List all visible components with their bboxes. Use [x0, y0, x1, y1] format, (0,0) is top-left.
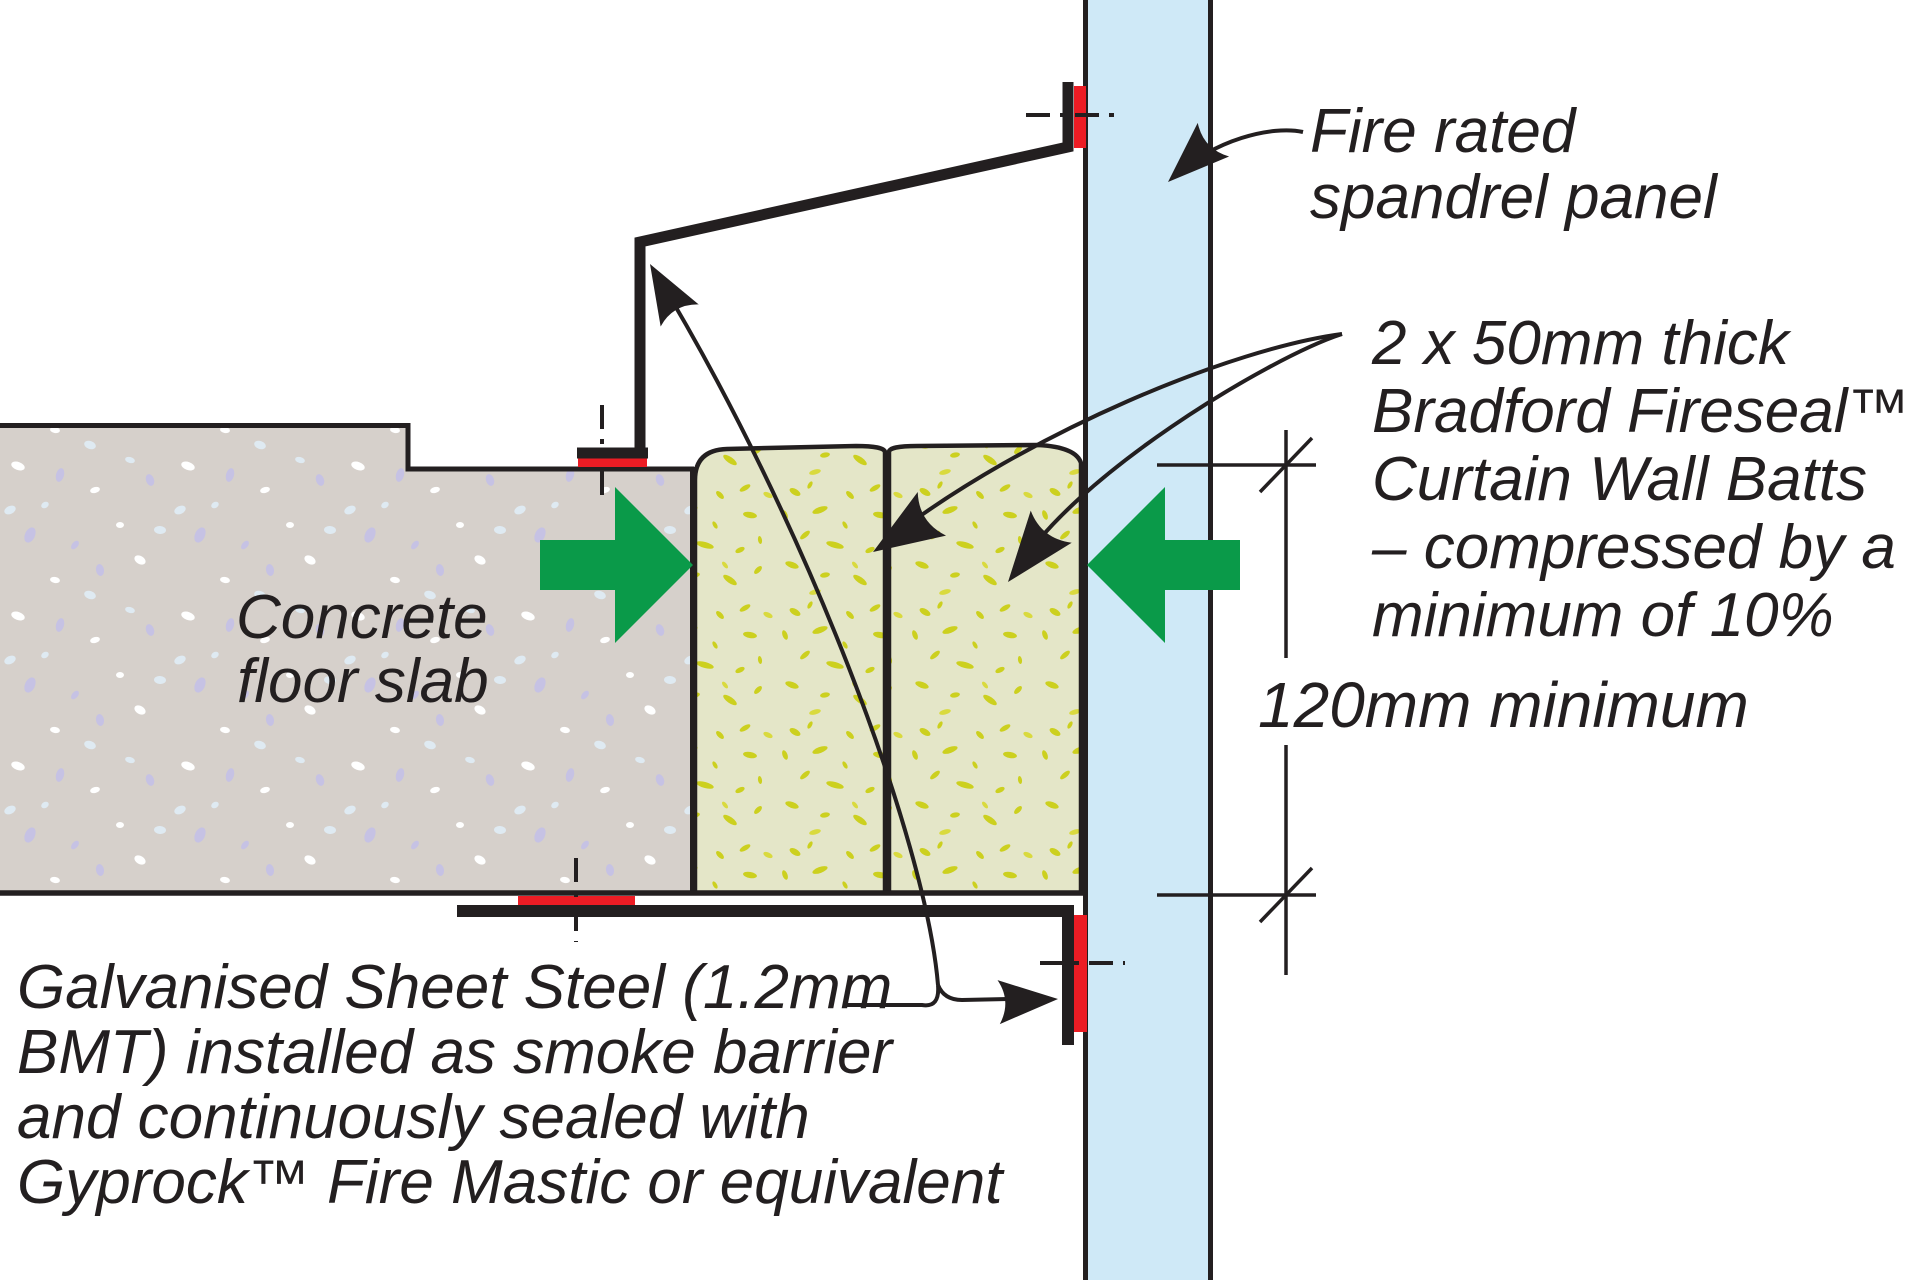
slab-top-outline: [0, 423, 694, 472]
leader-steel-right: [936, 984, 1009, 1003]
concrete-floor-slab: [0, 423, 692, 893]
label-dimension-120mm: 120mm minimum: [1258, 669, 1749, 741]
leader-steel-up: [653, 270, 940, 986]
leader-batt-left: [884, 332, 1343, 543]
arrowhead-steel-right: [997, 977, 1060, 1025]
label-concrete-line2: floor slab: [237, 647, 489, 716]
label-steel-line3: and continuously sealed with: [17, 1083, 810, 1152]
label-curtain-wall-batts: 2 x 50mm thick Bradford Fireseal™ Curtai…: [1371, 309, 1910, 650]
fixing-red-under-slab: [518, 896, 635, 905]
steel-bottom-sheet: [457, 905, 1074, 1045]
label-steel-line1: Galvanised Sheet Steel (1.2mm: [17, 953, 892, 1022]
label-steel-line4: Gyprock™ Fire Mastic or equivalent: [17, 1148, 1005, 1217]
compression-arrow-right: [1087, 487, 1240, 643]
label-smoke-barrier: Galvanised Sheet Steel (1.2mm BMT) insta…: [17, 953, 1005, 1217]
label-batts-line4: – compressed by a: [1371, 513, 1896, 582]
label-batts-line3: Curtain Wall Batts: [1372, 445, 1867, 514]
label-steel-line2: BMT) installed as smoke barrier: [17, 1018, 894, 1087]
label-batts-line2: Bradford Fireseal™: [1372, 377, 1910, 446]
label-concrete-line1: Concrete: [236, 583, 488, 652]
fixing-red-step: [578, 458, 647, 467]
label-spandrel-line1: Fire rated: [1310, 97, 1578, 166]
curtain-wall-batt-left: [692, 443, 888, 896]
label-batts-line1: 2 x 50mm thick: [1371, 309, 1792, 378]
spandrel-panel: [1083, 0, 1213, 1280]
label-concrete-floor-slab: Concrete floor slab: [236, 583, 489, 716]
dim-tick-bottom: [1258, 866, 1314, 924]
compression-arrow-left: [540, 487, 693, 643]
steel-top-flashing: [634, 82, 1074, 452]
label-spandrel-line2: spandrel panel: [1310, 163, 1719, 232]
dim-tick-top: [1258, 436, 1314, 494]
fixing-red-bottom-panel: [1074, 915, 1087, 1032]
label-spandrel-panel: Fire rated spandrel panel: [1310, 97, 1719, 232]
label-batts-line5: minimum of 10%: [1372, 581, 1834, 650]
